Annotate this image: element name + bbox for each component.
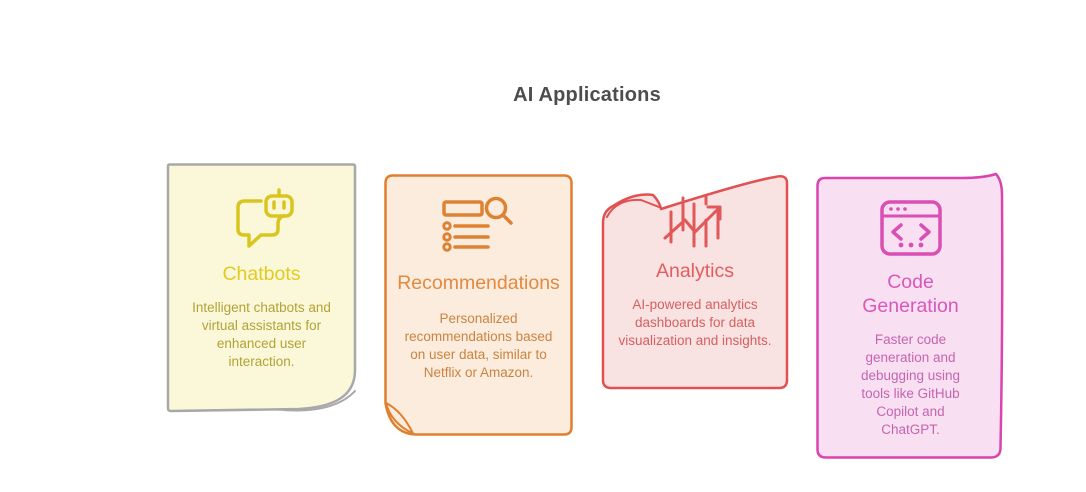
sticky-note-shape xyxy=(816,172,1004,459)
card-recommendations: Recommendations Personalized recommendat… xyxy=(383,173,574,437)
curled-page-shape xyxy=(601,175,789,390)
card-title: Recommendations xyxy=(397,272,560,294)
card-chatbots: Chatbots Intelligent chatbots and virtua… xyxy=(165,162,358,414)
card-description: Personalized recommendations based on us… xyxy=(404,311,553,380)
card-code-generation: Code Generation Faster code generation a… xyxy=(814,172,1007,463)
card-description: AI-powered analytics dashboards for data… xyxy=(618,297,772,348)
card-description: Intelligent chatbots and virtual assista… xyxy=(192,300,331,369)
card-analytics: Analytics AI-powered analytics dashboard… xyxy=(599,159,791,392)
sticky-note-shape xyxy=(166,163,357,413)
code-window-icon xyxy=(879,200,942,256)
chatbot-icon xyxy=(235,188,294,248)
list-search-icon xyxy=(441,196,513,252)
analytics-chart-icon xyxy=(663,194,722,248)
sticky-note-shape xyxy=(384,174,573,436)
card-title: Chatbots xyxy=(222,263,301,285)
card-title: Analytics xyxy=(655,260,735,282)
card-description: Faster code generation and debugging usi… xyxy=(860,332,961,437)
card-title: Code Generation xyxy=(862,271,959,317)
page-title: AI Applications xyxy=(513,84,661,106)
